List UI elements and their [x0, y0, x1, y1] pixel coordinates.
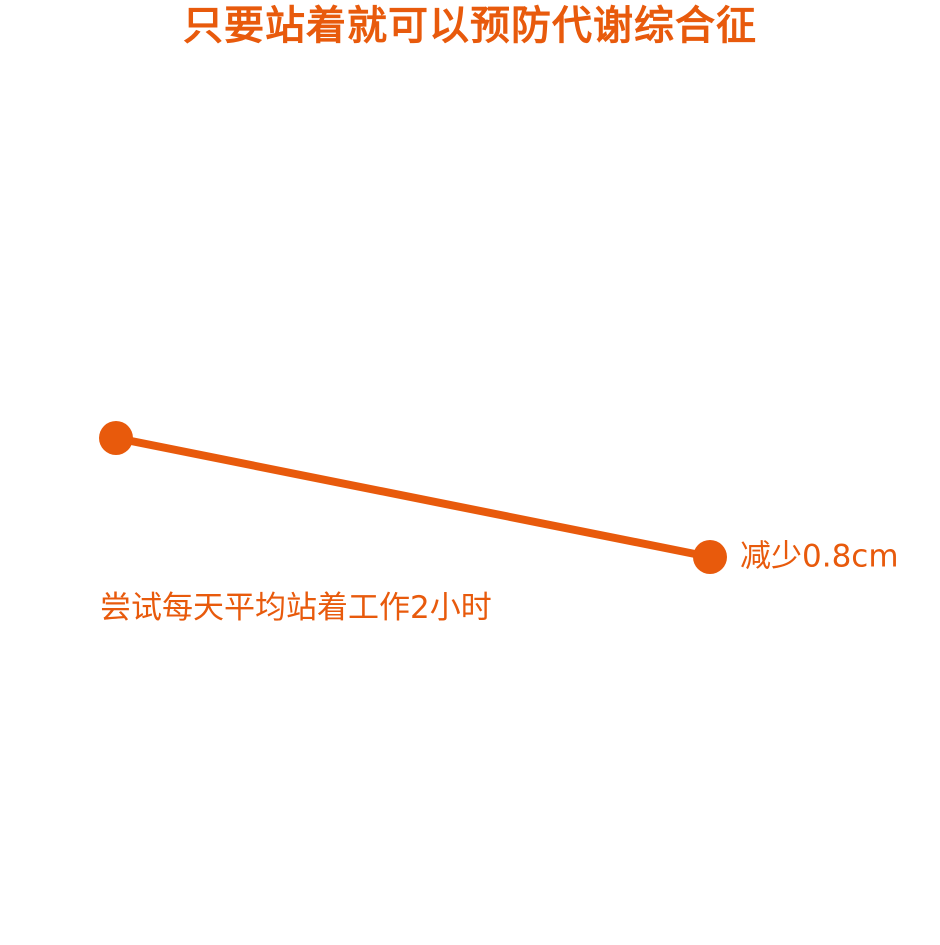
data-label-end: 减少0.8cm — [740, 539, 899, 575]
data-point-start — [99, 421, 133, 455]
chart-title: 只要站着就可以预防代谢综合征 — [183, 3, 757, 49]
x-axis-label: 尝试每天平均站着工作2小时 — [100, 590, 492, 626]
series-line — [112, 434, 714, 561]
data-point-end — [693, 540, 727, 574]
